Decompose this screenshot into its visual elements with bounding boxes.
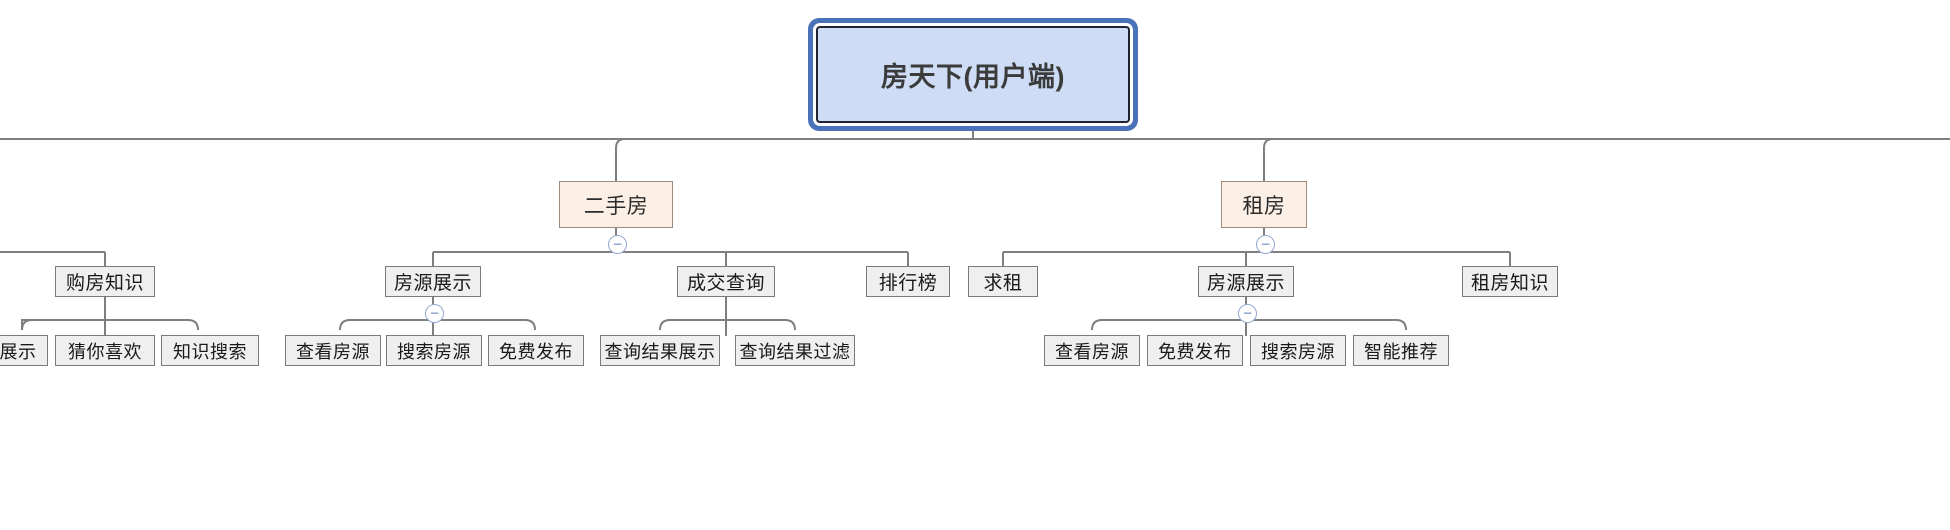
minus-icon: − [1260, 236, 1271, 251]
leaf-node-label: 展示 [0, 341, 37, 362]
leaf-node-mianfeifabu-ershou[interactable]: 免费发布 [488, 335, 584, 366]
minus-icon: − [612, 236, 623, 251]
leaf-node-label: 知识搜索 [173, 341, 247, 362]
sub-node-label: 房源展示 [393, 273, 472, 294]
leaf-node-label: 猜你喜欢 [68, 341, 142, 362]
minus-icon: − [429, 305, 440, 320]
sub-node-qiuzu[interactable]: 求租 [968, 266, 1038, 297]
leaf-node-chaxunjieguozhanshi[interactable]: 查询结果展示 [600, 335, 720, 366]
collapse-toggle-zufang[interactable]: − [1256, 235, 1275, 254]
root-node[interactable]: 房天下(用户端) [816, 26, 1130, 123]
leaf-node-label: 搜索房源 [1261, 341, 1335, 362]
leaf-node-sousuofangyuan-zufang[interactable]: 搜索房源 [1250, 335, 1346, 366]
sub-node-fangyuanzhanshi-ershou[interactable]: 房源展示 [385, 266, 481, 297]
sub-node-paihangbang[interactable]: 排行榜 [866, 266, 950, 297]
sub-node-label: 求租 [983, 273, 1023, 294]
sub-node-label: 房源展示 [1206, 273, 1285, 294]
sub-node-label: 排行榜 [878, 273, 938, 294]
category-node-zufang[interactable]: 租房 [1221, 181, 1307, 228]
leaf-node-label: 查看房源 [296, 341, 370, 362]
collapse-toggle-fangyuanzhanshi-ershou[interactable]: − [425, 304, 444, 323]
sub-node-zufangzhishi[interactable]: 租房知识 [1462, 266, 1558, 297]
category-node-ershoufang[interactable]: 二手房 [559, 181, 673, 228]
sub-node-fangyuanzhanshi-zufang[interactable]: 房源展示 [1198, 266, 1294, 297]
leaf-node-cainixihuan[interactable]: 猜你喜欢 [55, 335, 155, 366]
leaf-node-zhishisousuo[interactable]: 知识搜索 [161, 335, 259, 366]
leaf-node-mianfeifabu-zufang[interactable]: 免费发布 [1147, 335, 1243, 366]
category-node-label: 二手房 [583, 194, 649, 218]
sub-node-goufangzhishi[interactable]: 购房知识 [55, 266, 155, 297]
leaf-node-label: 查询结果过滤 [739, 341, 851, 362]
collapse-toggle-fangyuanzhanshi-zufang[interactable]: − [1238, 304, 1257, 323]
leaf-node-zhinengtuijian[interactable]: 智能推荐 [1353, 335, 1449, 366]
category-node-label: 租房 [1242, 194, 1286, 218]
sub-node-chengjiaochaxun[interactable]: 成交查询 [677, 266, 775, 297]
leaf-node-zhanshi[interactable]: 展示 [0, 335, 48, 366]
leaf-node-sousuofangyuan-ershou[interactable]: 搜索房源 [386, 335, 482, 366]
leaf-node-label: 免费发布 [1158, 341, 1232, 362]
leaf-node-label: 查看房源 [1055, 341, 1129, 362]
leaf-node-label: 查询结果展示 [604, 341, 716, 362]
sub-node-label: 租房知识 [1470, 273, 1549, 294]
sub-node-label: 购房知识 [65, 273, 144, 294]
leaf-node-label: 智能推荐 [1364, 341, 1438, 362]
root-node-label: 房天下(用户端) [881, 62, 1065, 92]
leaf-node-label: 搜索房源 [397, 341, 471, 362]
leaf-node-chakanfangyuan-ershou[interactable]: 查看房源 [285, 335, 381, 366]
leaf-node-label: 免费发布 [499, 341, 573, 362]
collapse-toggle-ershoufang[interactable]: − [608, 235, 627, 254]
sub-node-label: 成交查询 [686, 273, 765, 294]
minus-icon: − [1242, 305, 1253, 320]
leaf-node-chakanfangyuan-zufang[interactable]: 查看房源 [1044, 335, 1140, 366]
leaf-node-chaxunjieguoguolv[interactable]: 查询结果过滤 [735, 335, 855, 366]
